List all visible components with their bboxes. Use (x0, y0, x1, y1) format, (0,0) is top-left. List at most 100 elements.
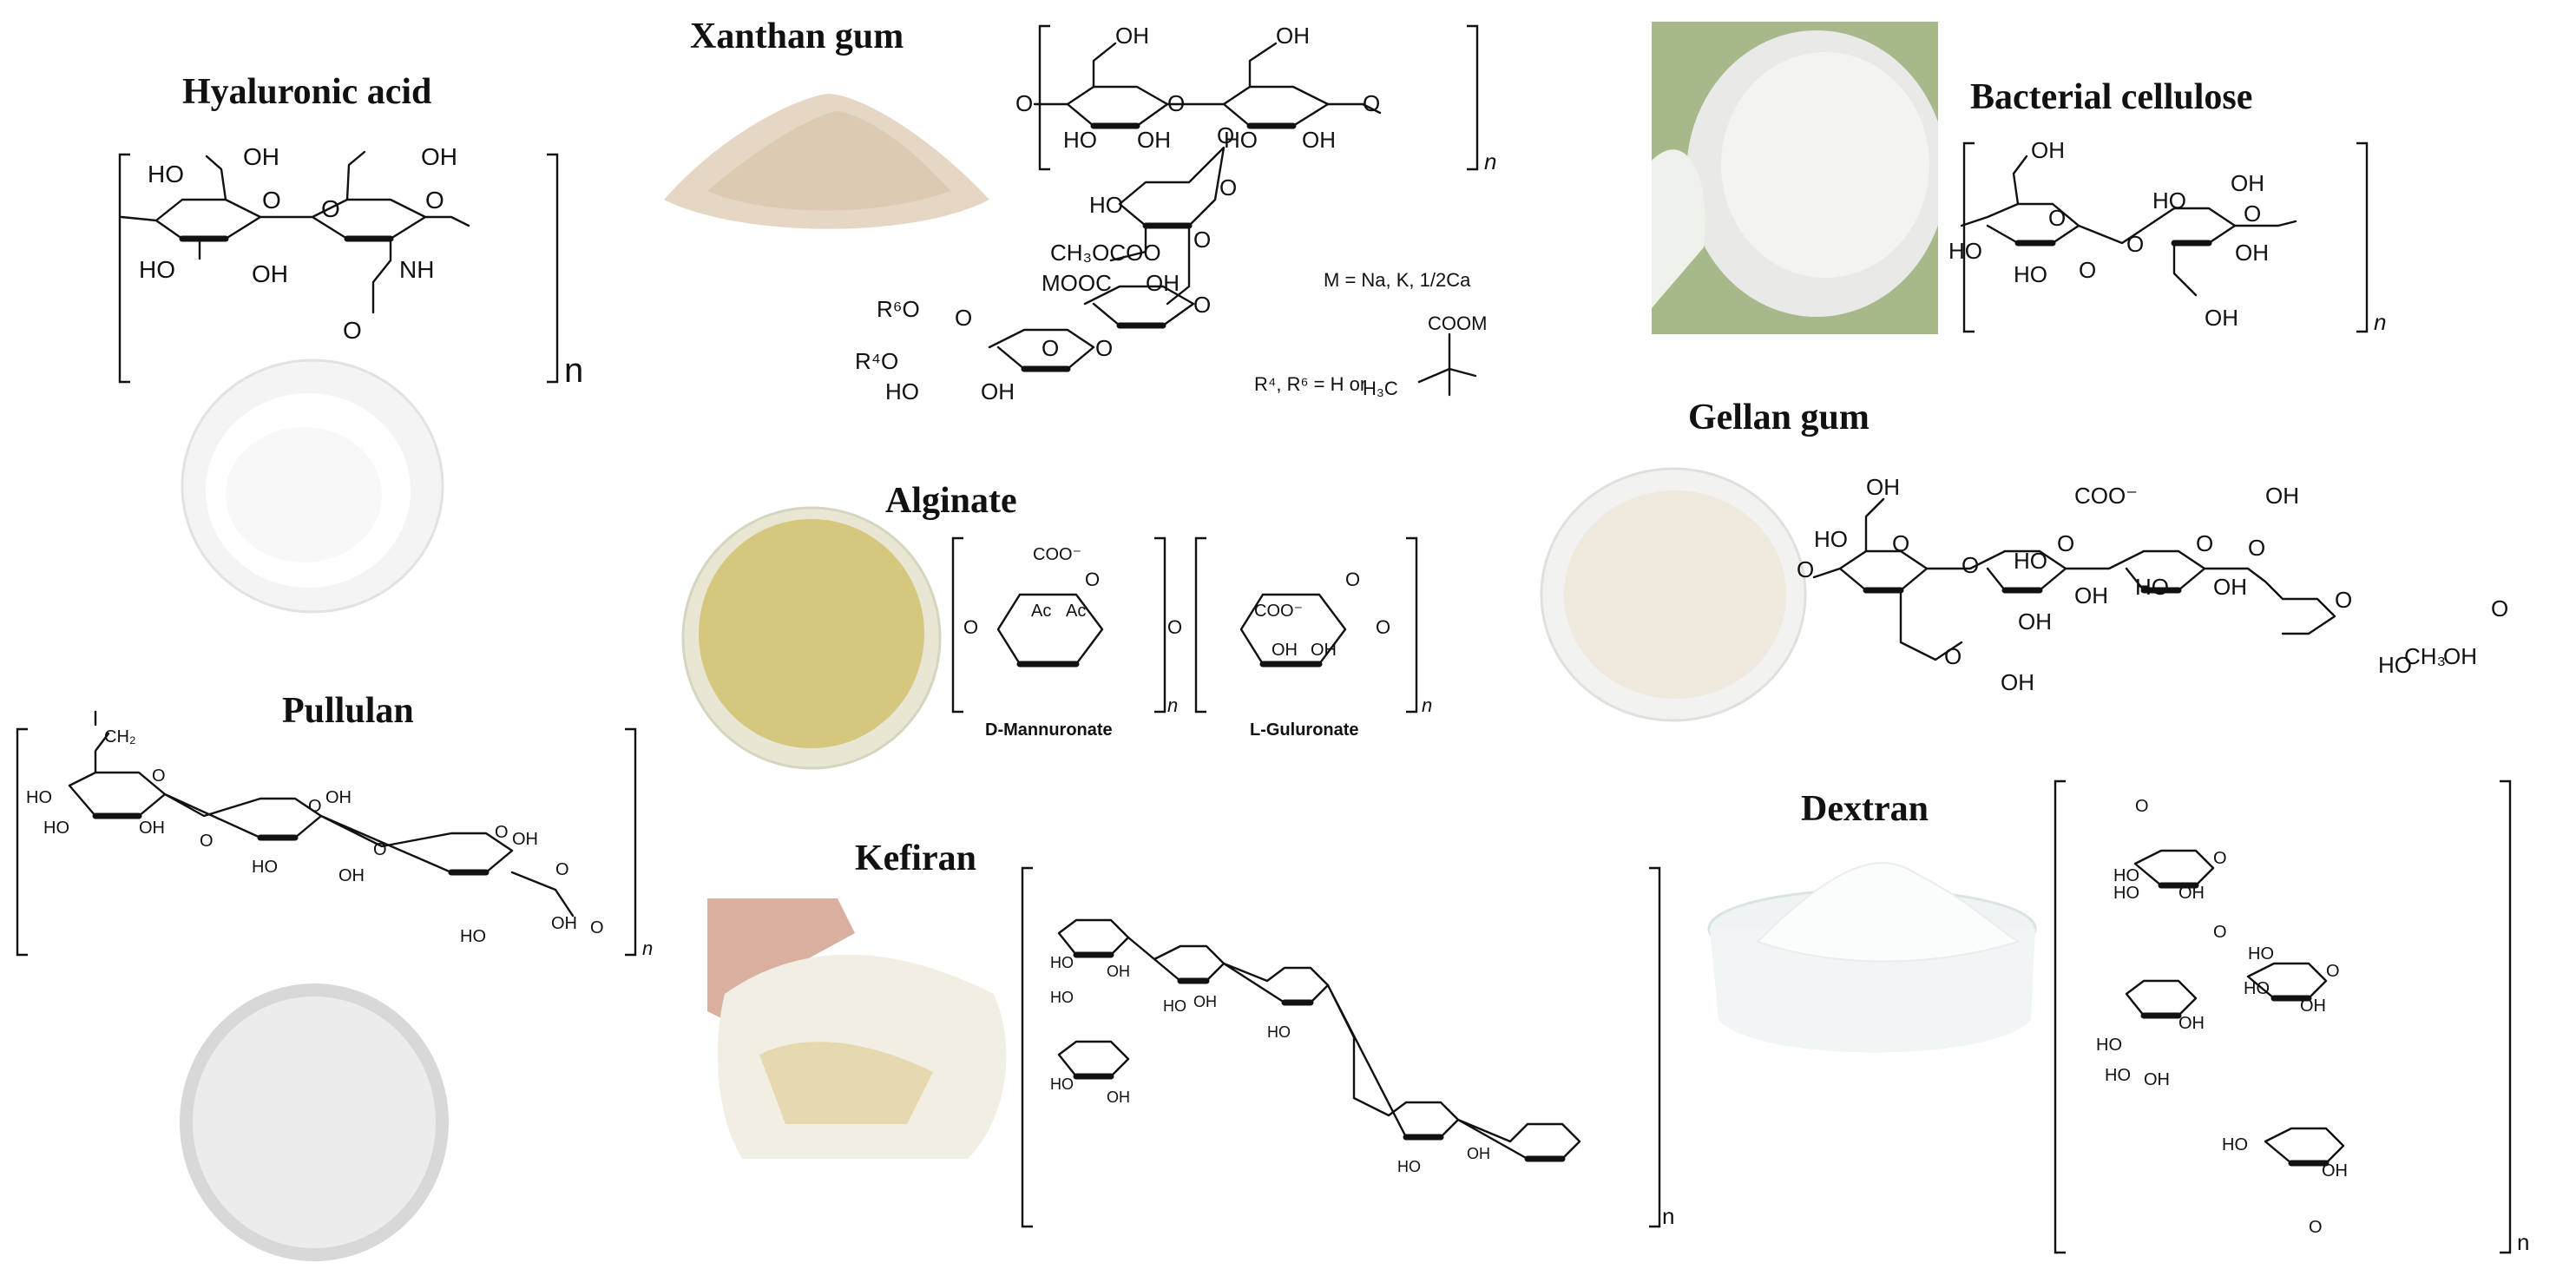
gellan-label: O (2491, 595, 2508, 622)
gellan-label: OH (2265, 483, 2299, 509)
kefiran-label: HO (1397, 1158, 1421, 1175)
hyaluronic-label: O (321, 195, 340, 222)
xanthan-gum-structure: OH OH O O O O HO OH HO OH HO O O CH₃OCOO… (855, 23, 1496, 405)
xanthan-label: O (1217, 122, 1234, 148)
gellan-label: OH (1866, 474, 1900, 500)
pullulan-label: O (495, 823, 509, 842)
gellan-label: OH (2001, 669, 2034, 695)
gellan-label: HO (2014, 548, 2047, 574)
pullulan-label: O (590, 918, 604, 937)
bc-label: HO (2152, 187, 2186, 214)
xanthan-label: OH (1115, 23, 1149, 49)
xanthan-label: O (1193, 227, 1211, 253)
alginate-label: COO⁻ (1254, 602, 1303, 621)
xanthan-label: O (1015, 90, 1033, 116)
alginate-photo (681, 503, 942, 781)
xanthan-label: O (1042, 335, 1059, 361)
bc-label: OH (2235, 240, 2269, 266)
pullulan-label: HO (252, 858, 278, 877)
xanthan-coom-label: COOM (1428, 312, 1488, 334)
xanthan-label: HO (1063, 127, 1097, 153)
dextran-label: O (2309, 1218, 2323, 1237)
gellan-label: OH (2018, 608, 2052, 635)
gellan-label: OH (2443, 643, 2477, 669)
hyaluronic-label: HO (139, 256, 175, 283)
xanthan-label: O (1219, 174, 1237, 201)
dextran-label: O (2213, 923, 2227, 942)
kefiran-label: HO (1050, 989, 1074, 1006)
hyaluronic-acid-structure: OH HO OH O OH O NH O O HO n (118, 143, 583, 390)
pullulan-label: HO (460, 927, 486, 946)
kefiran-label: HO (1050, 954, 1074, 971)
dextran-label: HO (2248, 944, 2274, 964)
dextran-label: HO (2222, 1135, 2248, 1154)
gellan-label: O (2248, 535, 2265, 561)
dextran-photo (1705, 846, 2040, 1068)
gellan-label: HO (1814, 526, 1848, 552)
hyaluronic-label: OH (421, 143, 457, 170)
kefiran-label: OH (1107, 963, 1130, 980)
xanthan-label: HO (1089, 192, 1123, 218)
bc-label: O (2048, 205, 2066, 231)
gellan-label: O (1892, 530, 1909, 556)
xanthan-counterion-note: M = Na, K, 1/2Ca (1324, 269, 1471, 291)
pullulan-label: O (373, 840, 387, 859)
bacterial-cellulose-structure: OH HO O HO O HO OH O OH O OH n (1948, 137, 2386, 335)
gellan-label: CH₃ (2404, 643, 2446, 669)
dextran-label: HO (2113, 866, 2139, 885)
gellan-label: OH (2213, 574, 2247, 600)
pullulan-label: OH (512, 830, 538, 849)
repeat-n-label: n (1422, 694, 1432, 716)
repeat-n-label: n (2374, 309, 2386, 335)
dextran-label: HO (2244, 979, 2270, 998)
dextran-title: Dextran (1801, 789, 1929, 829)
kefiran-photo (707, 898, 1015, 1159)
alginate-label: O (1167, 616, 1182, 638)
bc-label: O (2079, 257, 2096, 283)
hyaluronic-label: NH (399, 256, 434, 283)
alginate-label: OH (1311, 641, 1337, 660)
repeat-n-label: n (1662, 1203, 1674, 1229)
alginate-label: O (1085, 569, 1100, 590)
bc-label: O (2126, 231, 2144, 257)
gellan-label: O (1944, 643, 1962, 669)
dextran-label: HO (2096, 1036, 2122, 1055)
dextran-structure: O HO HO OH O O HO O OH HO OH HO HO OH HO… (2054, 779, 2529, 1255)
repeat-n-label: n (564, 352, 583, 390)
dextran-label: O (2135, 797, 2149, 816)
alginate-label: O (963, 616, 978, 638)
dextran-label: O (2326, 962, 2340, 981)
dextran-label: OH (2300, 996, 2326, 1016)
mannuronate-name: D-Mannuronate (985, 720, 1113, 740)
gellan-label: COO⁻ (2074, 483, 2138, 509)
hyaluronic-label: O (425, 187, 444, 214)
alginate-label: O (1345, 569, 1360, 590)
xanthan-label: OH (981, 378, 1015, 405)
repeat-n-label: n (642, 937, 653, 959)
xanthan-label: O (1167, 90, 1185, 116)
repeat-n-label: n (1484, 148, 1496, 174)
xanthan-label: OH (1137, 127, 1171, 153)
xanthan-label: O (1193, 292, 1211, 318)
gellan-gum-structure: OH HO O O COO⁻ O HO OH O OH O HO OH O O … (1797, 474, 2508, 695)
hyaluronic-label: OH (243, 143, 279, 170)
xanthan-substituent-bond (1417, 332, 1477, 397)
gellan-label: O (1962, 552, 1979, 578)
dextran-label: HO (2113, 884, 2139, 903)
pullulan-label: OH (139, 819, 165, 838)
pullulan-label: CH₂ (104, 727, 136, 747)
pullulan-label: O (152, 766, 166, 786)
bacterial-cellulose-photo (1652, 22, 1938, 334)
xanthan-label: O (1363, 90, 1380, 116)
xanthan-label: OH (1146, 270, 1180, 296)
xanthan-h3c-label: H₃C (1363, 378, 1398, 399)
hyaluronic-label: O (262, 187, 281, 214)
bc-label: OH (2031, 137, 2065, 163)
gellan-label: O (2057, 530, 2074, 556)
xanthan-label: HO (1224, 127, 1258, 153)
pullulan-label: OH (338, 866, 365, 885)
dextran-label: OH (2322, 1161, 2348, 1181)
xanthan-label: OH (1302, 127, 1336, 153)
dextran-label: HO (2105, 1066, 2131, 1085)
xanthan-gum-title: Xanthan gum (690, 16, 904, 56)
